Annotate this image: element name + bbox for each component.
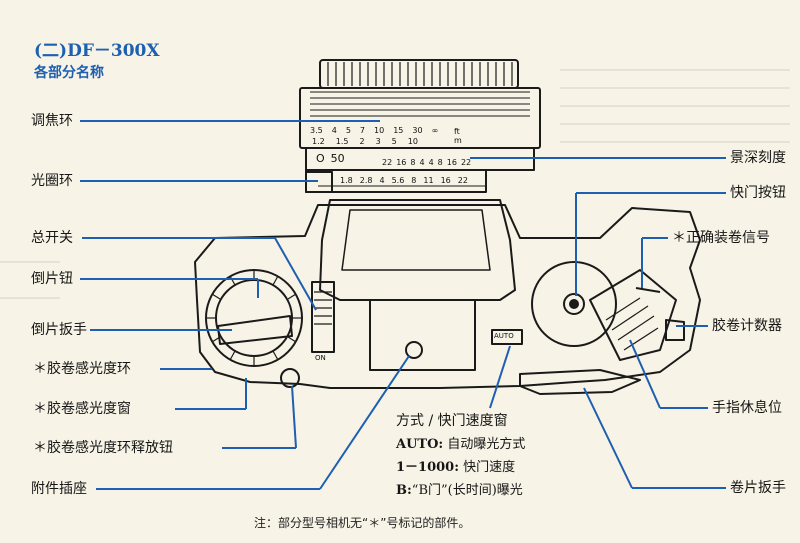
aperture-mark: 2.8 <box>359 176 373 185</box>
dof-mark: 4 <box>428 158 434 167</box>
footnote: 注：部分型号相机无“＊”号标记的部件。 <box>254 516 471 530</box>
mode-key-bulb: B: <box>396 483 412 498</box>
mode-line-bulb: B:“B门”(长时间)曝光 <box>396 482 523 500</box>
label-rewind-knob: 倒片钮 <box>31 271 73 287</box>
focus-mark: ∞ <box>431 126 439 135</box>
focus-mark: 5 <box>345 126 351 135</box>
mode-value-bulb: “B门”(长时间)曝光 <box>411 483 523 498</box>
aperture-mark: 16 <box>440 176 451 185</box>
label-dof-scale: 景深刻度 <box>730 150 786 166</box>
lens-focal-mark: O 50 <box>316 152 345 165</box>
aperture-mark: 11 <box>423 176 434 185</box>
label-aperture-ring: 光圈环 <box>31 173 73 189</box>
pentaprism <box>319 199 516 301</box>
label-advance-lever: 卷片扳手 <box>730 480 786 496</box>
prism-inner <box>341 209 491 271</box>
lens-scale-ticks <box>306 147 534 187</box>
advance-lever <box>519 369 641 395</box>
page-subtitle: 各部分名称 <box>34 65 104 81</box>
rewind-knob-outer <box>205 269 303 367</box>
aperture-mark: 4 <box>379 176 385 185</box>
label-frame-counter: 胶卷计数器 <box>712 318 782 334</box>
label-film-load-signal: ＊正确装卷信号 <box>672 230 770 246</box>
aperture-mark: 1.8 <box>340 176 353 185</box>
dof-mark: 8 <box>437 158 443 167</box>
focus-mark: 30 <box>412 126 423 135</box>
shutter-button-core <box>569 299 579 309</box>
label-film-speed-window: ＊胶卷感光度窗 <box>33 401 131 417</box>
auto-window <box>491 329 523 345</box>
focus-mark: 3 <box>375 137 381 146</box>
shutter-button <box>563 293 585 315</box>
label-finger-rest: 手指休息位 <box>712 400 782 416</box>
mode-line-auto: AUTO: 自动曝光方式 <box>396 436 525 454</box>
mode-key-speed: 1－1000: <box>396 460 460 475</box>
focus-mark: 7 <box>359 126 366 135</box>
dof-mark: 16 <box>446 158 457 167</box>
auto-window-mark: AUTO <box>494 332 514 340</box>
mode-key-auto: AUTO: <box>396 437 444 452</box>
focus-ring-grip-pattern <box>310 91 530 117</box>
main-switch <box>311 281 335 353</box>
frame-counter <box>665 319 685 341</box>
aperture-circle-mark: O <box>316 152 325 165</box>
dof-mark: 4 <box>419 158 425 167</box>
focus-ring-knurling <box>327 62 513 86</box>
aperture-scale: 1.8 2.8 4 5.6 8 11 16 22 <box>340 176 468 185</box>
focus-mark: 2 <box>359 137 365 146</box>
label-main-switch: 总开关 <box>31 230 73 246</box>
focus-mark: 1.5 <box>335 137 349 146</box>
aperture-mark: 5.6 <box>391 176 405 185</box>
dof-scale: 22 16 8 4 4 8 16 22 <box>382 158 471 167</box>
aperture-mark: 22 <box>457 176 468 185</box>
hot-shoe-contact <box>405 341 423 359</box>
label-film-speed-ring: ＊胶卷感光度环 <box>33 361 131 377</box>
shutter-dial <box>531 261 617 347</box>
focus-mark: 10 <box>374 126 385 135</box>
focus-mark: 15 <box>393 126 404 135</box>
focus-mark: 10 <box>407 137 418 146</box>
label-film-speed-release: ＊胶卷感光度环释放钮 <box>33 440 173 456</box>
focus-mark: 1.2 <box>312 137 325 146</box>
focus-mark: 4 <box>331 126 337 135</box>
label-focus-ring: 调焦环 <box>31 113 73 129</box>
film-signal-window <box>635 287 661 293</box>
page-title: (二)DF－300X <box>34 41 160 61</box>
mode-line-speed: 1－1000: 快门速度 <box>396 459 515 477</box>
focus-scale-meters: 1.2 1.5 2 3 5 10 <box>312 137 462 146</box>
dof-mark: 8 <box>410 158 416 167</box>
asa-release-button <box>280 368 300 388</box>
finger-rest-grip <box>589 269 677 361</box>
focus-mark: 3.5 <box>310 126 323 135</box>
switch-on-mark: ON <box>315 354 326 362</box>
mode-value-auto: 自动曝光方式 <box>443 437 526 452</box>
leader-lines-left <box>80 120 410 490</box>
focus-mark: 5 <box>391 137 397 146</box>
finger-rest-ribs <box>605 297 659 351</box>
main-switch-ribs <box>314 291 332 325</box>
label-shutter-button: 快门按钮 <box>730 185 786 201</box>
aperture-mark: 8 <box>411 176 417 185</box>
mode-window-heading: 方式 / 快门速度窗 <box>396 413 508 429</box>
unit-marks: ft m <box>454 127 462 145</box>
dof-mark: 22 <box>460 158 472 167</box>
leader-lines-right <box>470 157 726 489</box>
mode-value-speed: 快门速度 <box>459 460 516 475</box>
background-ghost-lines <box>0 69 790 299</box>
unit-ft: ft <box>454 127 460 136</box>
label-accessory-shoe: 附件插座 <box>31 481 87 497</box>
unit-m: m <box>454 136 462 145</box>
focus-scale-feet: 3.5 4 5 7 10 15 30 ∞ <box>310 126 470 135</box>
dof-mark: 22 <box>382 158 393 167</box>
label-rewind-crank: 倒片扳手 <box>31 322 87 338</box>
focal-length-mark: 50 <box>330 152 345 165</box>
hot-shoe <box>369 299 476 371</box>
dof-mark: 16 <box>396 158 407 167</box>
camera-top-outline <box>194 204 701 389</box>
